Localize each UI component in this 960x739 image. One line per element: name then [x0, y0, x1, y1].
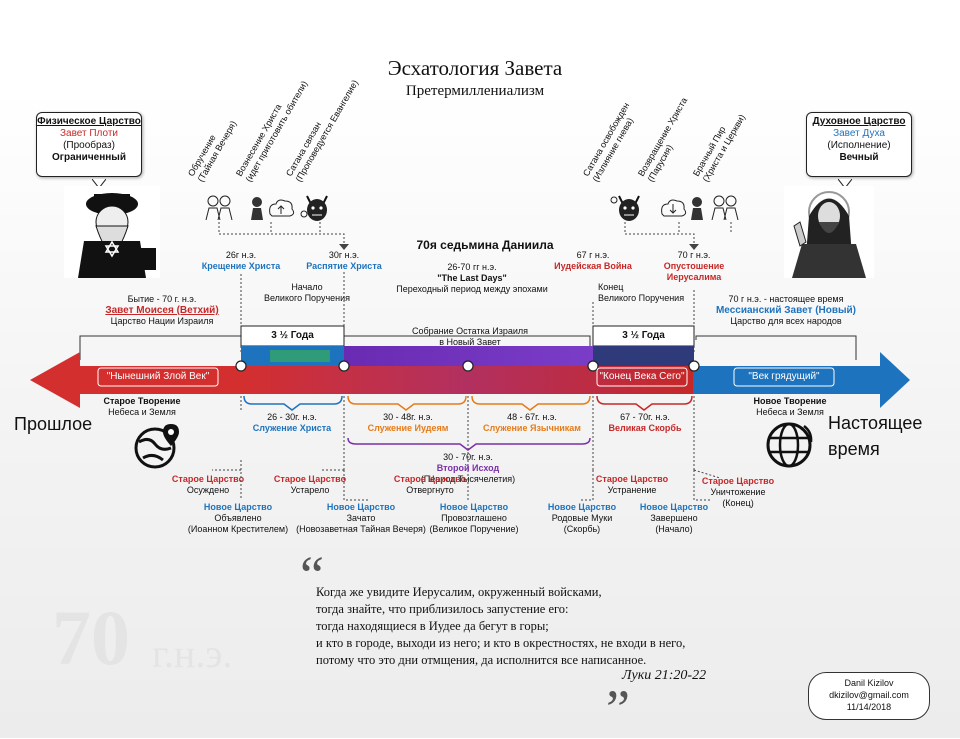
period-gentiles: 48 - 67г. н.э.Служение Язычникам	[483, 412, 581, 433]
bubble-role: (Исполнение)	[827, 140, 891, 151]
feast-couple-icon	[710, 194, 740, 225]
bubble-quality: Ограниченный	[52, 152, 126, 163]
watermark-suffix: г.н.э.	[152, 631, 233, 676]
bubble-quality: Вечный	[839, 152, 879, 163]
event-last-days: 26-70 гг н.э."The Last Days"Переходный п…	[396, 262, 548, 294]
ascension-cloud-icon	[248, 194, 296, 227]
half-week-left: 3 ½ Года	[271, 330, 314, 341]
bubble-role: (Прообраз)	[63, 140, 115, 151]
period-jews: 30 - 48г. н.э.Служение Иудеям	[367, 412, 449, 433]
daniel-week-title: 70я седьмина Даниила	[416, 238, 554, 252]
period-tribulation: 67 - 70г. н.э.Великая Скорбь	[608, 412, 682, 433]
bubble-covenant: Завет Духа	[833, 128, 885, 139]
event-baptism: 26г н.э.Крещение Христа	[201, 250, 281, 271]
half-week-right: 3 ½ Года	[622, 330, 665, 341]
physical-kingdom-bubble: Физическое Царство Завет Плоти (Прообраз…	[36, 112, 142, 177]
end-of-age-label: "Конец Века Сего"	[599, 371, 685, 382]
present-evil-age-label: "Нынешний Злой Век"	[106, 371, 210, 382]
old-covenant: Бытие - 70 г. н.э. Завет Моисея (Ветхий)…	[105, 294, 219, 326]
bubble-title: Духовное Царство	[812, 116, 906, 127]
page-subtitle: Претермиллениализм	[405, 83, 545, 99]
rabbi-icon	[64, 186, 160, 283]
author-signature: Danil Kizilov dkizilov@gmail.com 11/14/2…	[808, 672, 930, 720]
quote-open-icon: “	[300, 545, 324, 605]
new-covenant: 70 г н.э. - настоящее время Мессианский …	[715, 294, 857, 326]
globe-icon	[764, 420, 814, 475]
bubble-title: Физическое Царство	[37, 116, 141, 127]
scripture-reference: Луки 21:20-22	[622, 668, 707, 683]
wedding-couple-icon	[204, 194, 234, 225]
globe-pin-icon	[133, 422, 183, 475]
watermark-year: 70	[52, 594, 130, 681]
period-second-exodus: 30 - 70г. н.э.Второй Исход(Период Тысяче…	[420, 452, 516, 484]
scripture-quote: Когда же увидите Иерусалим, окруженный в…	[316, 585, 686, 667]
bubble-covenant: Завет Плоти	[59, 128, 119, 139]
age-to-come-label: "Век грядущий"	[748, 371, 820, 382]
event-jewish-war: 67 г н.э.Иудейская Война	[554, 250, 632, 271]
spiritual-kingdom-bubble: Духовное Царство Завет Духа (Исполнение)…	[806, 112, 912, 177]
satan-freed-icon	[610, 192, 646, 229]
satan-chained-icon	[300, 192, 334, 229]
past-label: Прошлое	[14, 414, 93, 434]
quote-close-icon: ”	[606, 679, 630, 739]
event-crucifixion: 30г н.э.Распятие Христа	[306, 250, 382, 271]
page-title: Эсхатология Завета	[387, 56, 563, 80]
return-cloud-icon	[658, 194, 706, 227]
period-christ-ministry: 26 - 30г. н.э.Служение Христа	[252, 412, 332, 433]
jesus-icon	[784, 186, 874, 283]
